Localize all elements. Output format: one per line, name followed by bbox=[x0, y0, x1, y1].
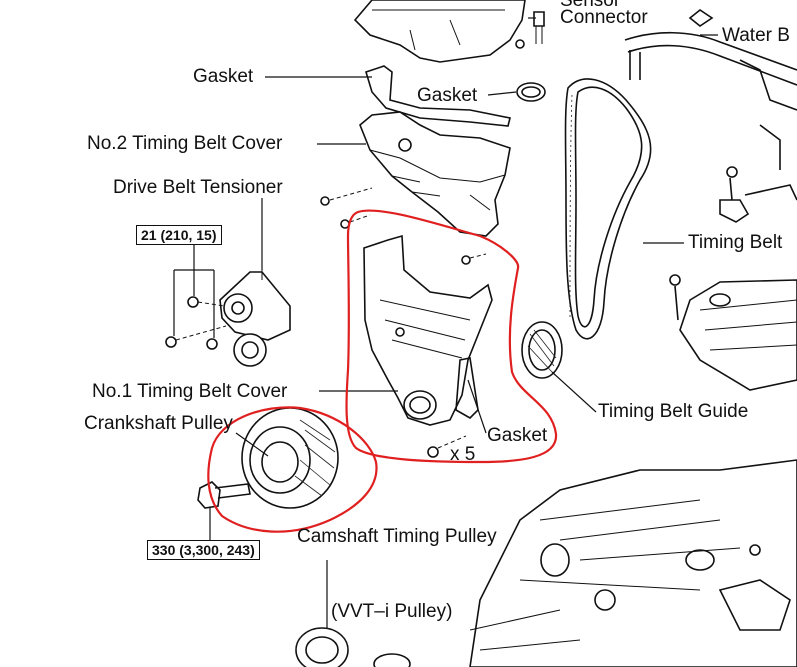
torque-tensioner: 21 (210, 15) bbox=[136, 225, 222, 245]
torque-crankshaft: 330 (3,300, 243) bbox=[147, 540, 260, 560]
red-outline-cover bbox=[345, 209, 558, 464]
label-drive-belt-tensioner: Drive Belt Tensioner bbox=[113, 177, 283, 198]
cylinder-head-cover bbox=[353, 0, 526, 63]
crank-bolt bbox=[197, 481, 251, 540]
label-bolt-count: x 5 bbox=[450, 444, 476, 465]
gasket-upper bbox=[365, 65, 511, 127]
engine-block bbox=[469, 459, 797, 667]
crankshaft-pulley-shape bbox=[241, 407, 339, 509]
timing-belt-guide-shape bbox=[521, 321, 563, 379]
label-vvti-pulley: (VVT–i Pulley) bbox=[331, 601, 453, 622]
label-crankshaft-pulley: Crankshaft Pulley bbox=[84, 413, 233, 434]
label-sensor: Sensor bbox=[560, 0, 621, 11]
red-annotation-outlines bbox=[207, 209, 558, 533]
cover-bolts bbox=[320, 187, 487, 265]
sensor-connector bbox=[533, 11, 545, 44]
tensioner-torque-leaders bbox=[173, 245, 215, 338]
label-no1-timing-belt-cover: No.1 Timing Belt Cover bbox=[92, 381, 288, 402]
camshaft-timing-pulley-shape bbox=[295, 560, 411, 667]
label-no2-timing-belt-cover: No.2 Timing Belt Cover bbox=[87, 133, 283, 154]
valve-cover-right bbox=[679, 279, 797, 391]
right-side-components bbox=[669, 166, 797, 321]
bolt-x5 bbox=[427, 435, 467, 458]
label-gasket-ring: Gasket bbox=[417, 85, 478, 106]
label-gasket-top: Gasket bbox=[193, 66, 254, 87]
label-timing-belt: Timing Belt bbox=[688, 232, 783, 253]
label-gasket-lower: Gasket bbox=[487, 425, 548, 446]
no2-timing-belt-cover-shape bbox=[359, 111, 511, 237]
red-outline-crank-pulley bbox=[207, 406, 378, 533]
timing-belt bbox=[564, 78, 652, 340]
label-water-bypass: Water B bbox=[722, 25, 790, 46]
no1-timing-belt-cover-shape bbox=[363, 234, 493, 426]
label-connector: Connector bbox=[560, 7, 648, 28]
label-leader-lines bbox=[235, 17, 718, 457]
drive-belt-tensioner-shape bbox=[165, 260, 291, 367]
gasket-ring bbox=[516, 82, 546, 102]
label-timing-belt-guide: Timing Belt Guide bbox=[598, 401, 749, 422]
water-bypass-pipe bbox=[624, 9, 797, 170]
label-camshaft-timing-pulley: Camshaft Timing Pulley bbox=[297, 526, 497, 547]
